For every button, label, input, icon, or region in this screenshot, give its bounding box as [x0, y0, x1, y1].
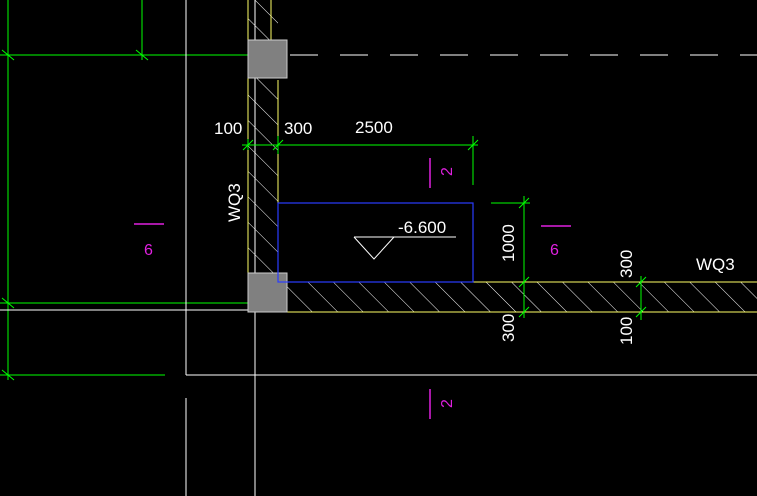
- dim-left-gap: 100: [214, 119, 242, 138]
- dim-slab-right-top: 300: [617, 250, 636, 278]
- section-mark-top-label: 2: [439, 167, 456, 176]
- section-mark-right-label: 6: [550, 242, 559, 259]
- section-mark-right: 6: [541, 225, 571, 259]
- section-mark-left: 6: [134, 223, 164, 259]
- dim-slab-left: 300: [499, 314, 518, 342]
- section-mark-bottom: 2: [429, 389, 456, 419]
- wall-label-horizontal: WQ3: [696, 255, 735, 274]
- dimension-vertical-pit: [491, 196, 530, 318]
- dimension-vertical-right: [635, 276, 647, 320]
- elevation-label: -6.600: [398, 218, 446, 237]
- wall-label-vertical: WQ3: [225, 183, 244, 222]
- pit-outline: [277, 202, 474, 283]
- section-mark-top: 2: [429, 158, 456, 188]
- dimension-horizontal-top: [242, 136, 479, 185]
- section-mark-bottom-label: 2: [439, 399, 456, 408]
- section-mark-left-label: 6: [144, 242, 153, 259]
- dim-wall-thickness: 300: [284, 119, 312, 138]
- column-top: [247, 39, 288, 79]
- elevation-marker: [353, 236, 456, 260]
- axis-lines: [0, 0, 248, 381]
- dim-slab-right-bottom: 100: [617, 317, 636, 345]
- column-bottom: [247, 272, 288, 313]
- dim-pit-width: 2500: [355, 118, 393, 137]
- horizontal-wall: [248, 281, 757, 313]
- dim-pit-depth: 1000: [499, 224, 518, 262]
